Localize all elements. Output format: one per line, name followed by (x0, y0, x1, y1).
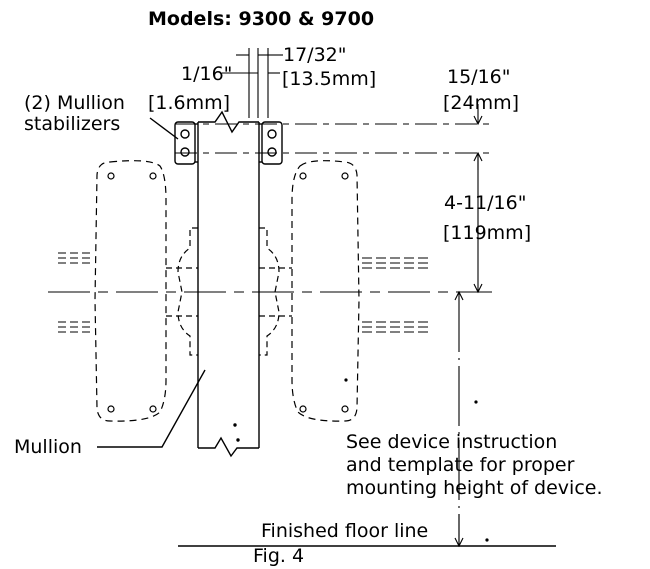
offset-mm-label: [13.5mm] (282, 68, 377, 90)
stabilizer-leader (149, 117, 179, 140)
mullion-brackets (166, 227, 292, 356)
mullion-leader (97, 369, 206, 448)
gap-mm-label: [1.6mm] (148, 92, 231, 114)
center-distance-mm-label: [119mm] (443, 222, 532, 244)
mullion-label: Mullion (14, 436, 82, 458)
device-outline-right (291, 160, 360, 422)
note-line-1: See device instruction (346, 431, 558, 453)
stabilizer-height-mm-label: [24mm] (443, 92, 520, 114)
top-dimension-lines (222, 48, 283, 118)
finished-floor-label: Finished floor line (261, 520, 429, 542)
gap-fraction-label: 1/16" (181, 63, 233, 85)
mullion-stabilizer-right (259, 121, 283, 165)
mullion-stabilizer-left (174, 121, 198, 165)
device-rails (58, 252, 432, 333)
diagram-title: Models: 9300 & 9700 (148, 8, 375, 30)
offset-fraction-label: 17/32" (283, 44, 347, 66)
stabilizers-label-line2: stabilizers (24, 113, 121, 135)
stabilizers-label-line1: (2) Mullion (24, 92, 125, 114)
note-line-3: mounting height of device. (346, 477, 603, 499)
stabilizer-reference-lines (175, 123, 490, 154)
figure-caption: Fig. 4 (253, 545, 305, 567)
mullion-body (197, 110, 260, 458)
stabilizer-height-fraction-label: 15/16" (447, 66, 511, 88)
note-line-2: and template for proper (346, 454, 575, 476)
center-distance-fraction-label: 4-11/16" (444, 192, 527, 214)
device-outline-left (94, 160, 167, 422)
